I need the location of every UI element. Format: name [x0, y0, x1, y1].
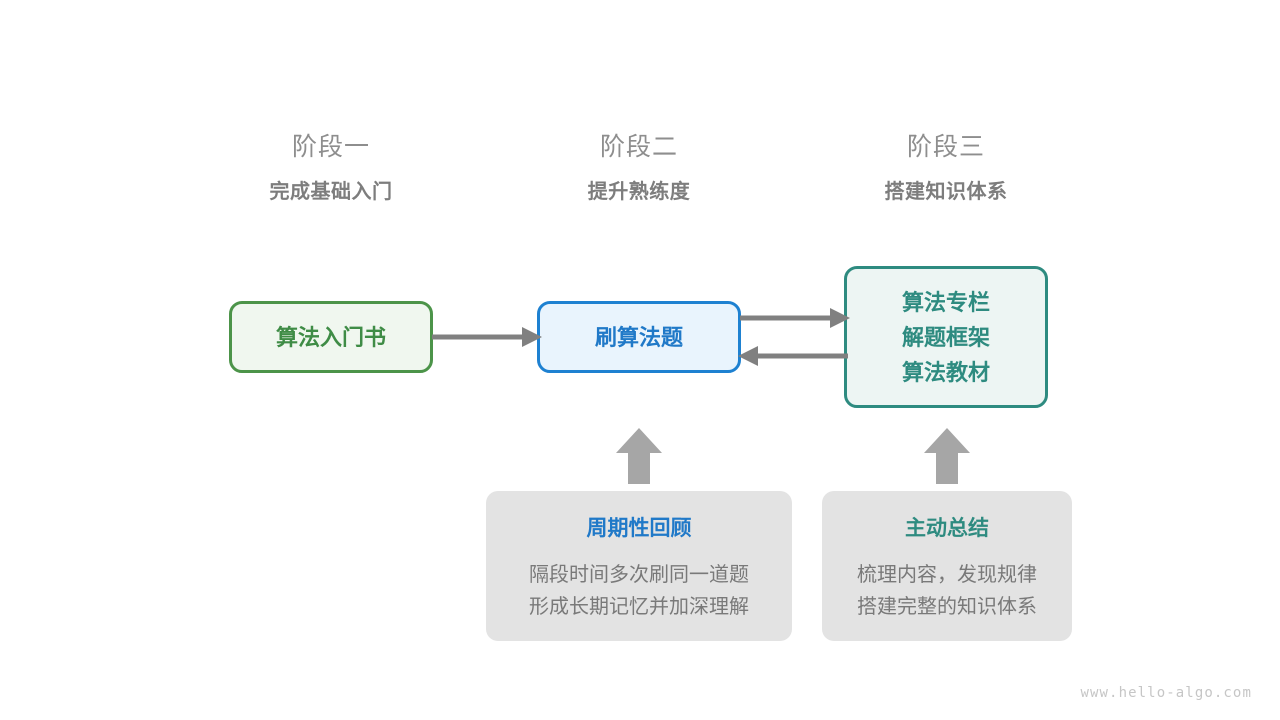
node-knowledge-line-3: 算法教材 [901, 359, 990, 385]
watermark: www.hello-algo.com [1080, 685, 1252, 701]
stage-title-3: 搭建知识体系 [884, 181, 1008, 203]
stage-heading-1: 阶段一 完成基础入门 [201, 130, 461, 207]
node-book-line-1: 算法入门书 [275, 324, 386, 350]
arrow-pair-practice-knowledge [738, 308, 850, 366]
node-algorithm-intro-book: 算法入门书 [229, 301, 433, 373]
stage-title-1: 完成基础入门 [269, 181, 393, 203]
stage-title-2: 提升熟练度 [587, 181, 691, 203]
stage-heading-2: 阶段二 提升熟练度 [509, 130, 769, 207]
card-summary-body-line-2: 搭建完整的知识体系 [857, 596, 1037, 618]
node-knowledge-line-1: 算法专栏 [901, 289, 990, 315]
node-knowledge-resources: 算法专栏 解题框架 算法教材 [844, 266, 1048, 408]
arrow-right-icon-book-to-practice [432, 327, 542, 347]
stage-index-3: 阶段三 [906, 133, 985, 161]
card-active-summary: 主动总结 梳理内容，发现规律 搭建完整的知识体系 [822, 491, 1072, 641]
card-summary-body-line-1: 梳理内容，发现规律 [857, 564, 1037, 586]
card-review-body-line-2: 形成长期记忆并加深理解 [529, 596, 749, 618]
stage-index-2: 阶段二 [599, 133, 678, 161]
card-review-body-line-1: 隔段时间多次刷同一道题 [529, 564, 749, 586]
card-review-title: 周期性回顾 [586, 517, 692, 540]
arrow-right-icon-practice-to-knowledge [740, 308, 850, 328]
node-practice-problems: 刷算法题 [537, 301, 741, 373]
arrow-up-icon-summary-to-knowledge [924, 428, 970, 484]
stage-heading-3: 阶段三 搭建知识体系 [816, 130, 1076, 207]
card-review-body: 隔段时间多次刷同一道题 形成长期记忆并加深理解 [529, 559, 749, 623]
card-periodic-review: 周期性回顾 隔段时间多次刷同一道题 形成长期记忆并加深理解 [486, 491, 792, 641]
arrow-up-icon-review-to-practice [616, 428, 662, 484]
node-knowledge-line-2: 解题框架 [901, 324, 990, 350]
card-summary-title: 主动总结 [905, 517, 989, 540]
stage-index-1: 阶段一 [291, 133, 370, 161]
card-summary-body: 梳理内容，发现规律 搭建完整的知识体系 [857, 559, 1037, 623]
node-practice-line-1: 刷算法题 [594, 324, 683, 350]
arrow-left-icon-knowledge-to-practice [738, 346, 848, 366]
